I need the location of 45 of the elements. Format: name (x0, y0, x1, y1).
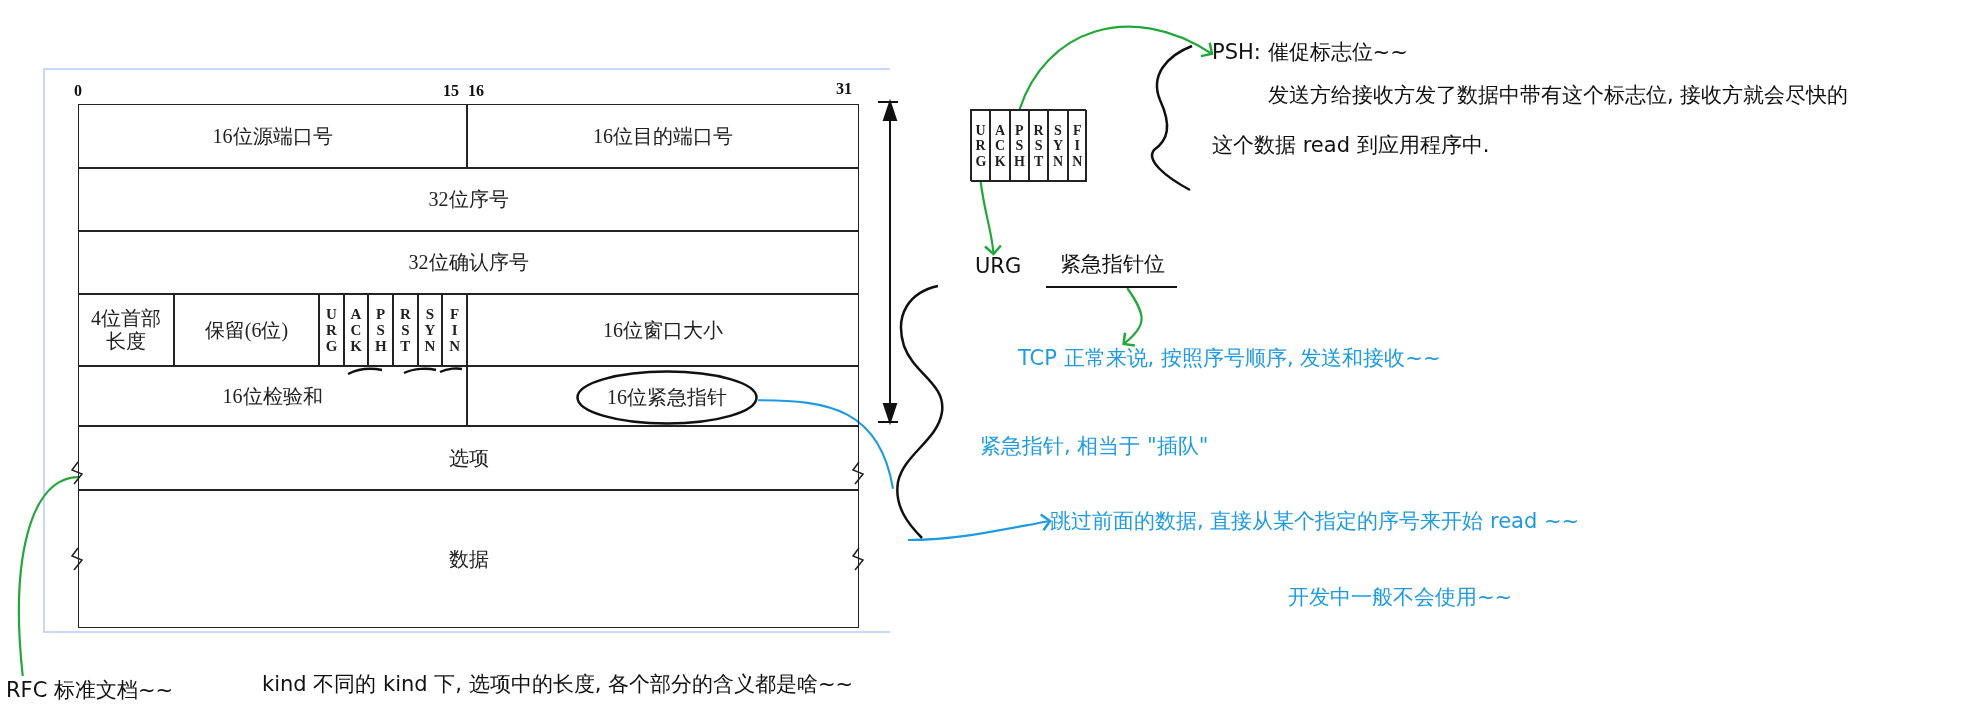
flag-bit-field: RST (1029, 110, 1049, 182)
header-field: 16位目的端口号 (467, 104, 859, 168)
header-field: 32位确认序号 (78, 231, 859, 294)
arrow (1122, 287, 1143, 347)
bit-index: 0 (74, 82, 82, 100)
hand-drawn-ellipse (576, 370, 758, 425)
connector-line (18, 476, 79, 677)
bit-index: 15 (443, 82, 459, 100)
annotation-text: 开发中一般不会使用~~ (1288, 583, 1513, 611)
annotation-text: 紧急指针, 相当于 "插队" (980, 432, 1209, 460)
flag-bit-field: FIN (442, 294, 467, 366)
flag-bit-field: SYN (417, 294, 443, 366)
connector-line (758, 399, 895, 490)
flag-bit-field: PSH (1009, 110, 1029, 182)
field-label: 16位紧急指针 (607, 385, 727, 410)
header-field: 32位序号 (78, 168, 859, 231)
note-text: kind 不同的 kind 下, 选项中的长度, 各个部分的含义都是啥~~ (262, 670, 854, 698)
flag-bit-field: RST (393, 294, 418, 366)
header-field: 4位首部长度 (78, 294, 174, 366)
flag-table (970, 109, 1086, 181)
arrow (907, 513, 1052, 542)
header-field: 16位检验和 (78, 366, 467, 426)
header-field: 16位源端口号 (78, 104, 467, 168)
header-field (467, 366, 859, 426)
flag-bit-field: SYN (1048, 110, 1068, 182)
header-field: 保留(6位) (174, 294, 319, 366)
note-text: URG (975, 254, 1022, 278)
annotation-text: 跳过前面的数据, 直接从某个指定的序号来开始 read ~~ (1050, 507, 1580, 535)
flag-bit-field: ACK (990, 110, 1010, 182)
flag-bit-field: URG (319, 294, 344, 366)
arrow (979, 181, 1002, 256)
flag-bit-field: FIN (1067, 110, 1087, 182)
annotation-text: TCP 正常来说, 按照序号顺序, 发送和接收~~ (1018, 344, 1441, 372)
note-text: RFC 标准文档~~ (6, 676, 174, 704)
header-field: 16位窗口大小 (467, 294, 859, 366)
underlined-note: 紧急指针位 (1046, 250, 1177, 288)
note-heading: PSH: 催促标志位~~ (1212, 39, 1408, 66)
flag-bit-field: PSH (368, 294, 393, 366)
bit-index: 16 (468, 82, 484, 100)
header-field: 数据 (78, 490, 859, 628)
flag-bit-field: URG (971, 110, 991, 182)
header-field: 选项 (78, 426, 859, 490)
flag-bit-field: ACK (343, 294, 369, 366)
note-text: 发送方给接收方发了数据中带有这个标志位, 接收方就会尽快的这个数据 read 到应用程序中. (1212, 82, 1850, 159)
bit-index: 31 (836, 80, 852, 98)
